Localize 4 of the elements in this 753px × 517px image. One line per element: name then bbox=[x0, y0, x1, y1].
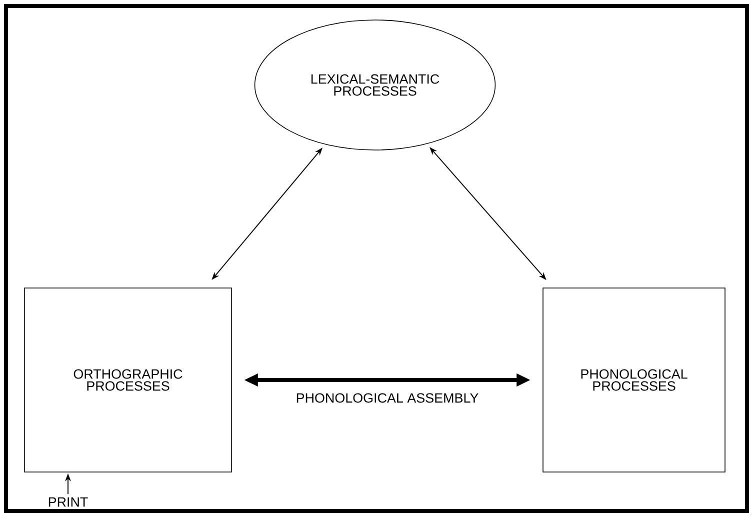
process-box: ORTHOGRAPHIC PROCESSES bbox=[24, 288, 232, 472]
input-label: PRINT bbox=[48, 497, 88, 507]
edge-label: PHONOLOGICAL ASSEMBLY bbox=[294, 392, 480, 404]
process-box: PHONOLOGICAL PROCESSES bbox=[542, 288, 726, 472]
